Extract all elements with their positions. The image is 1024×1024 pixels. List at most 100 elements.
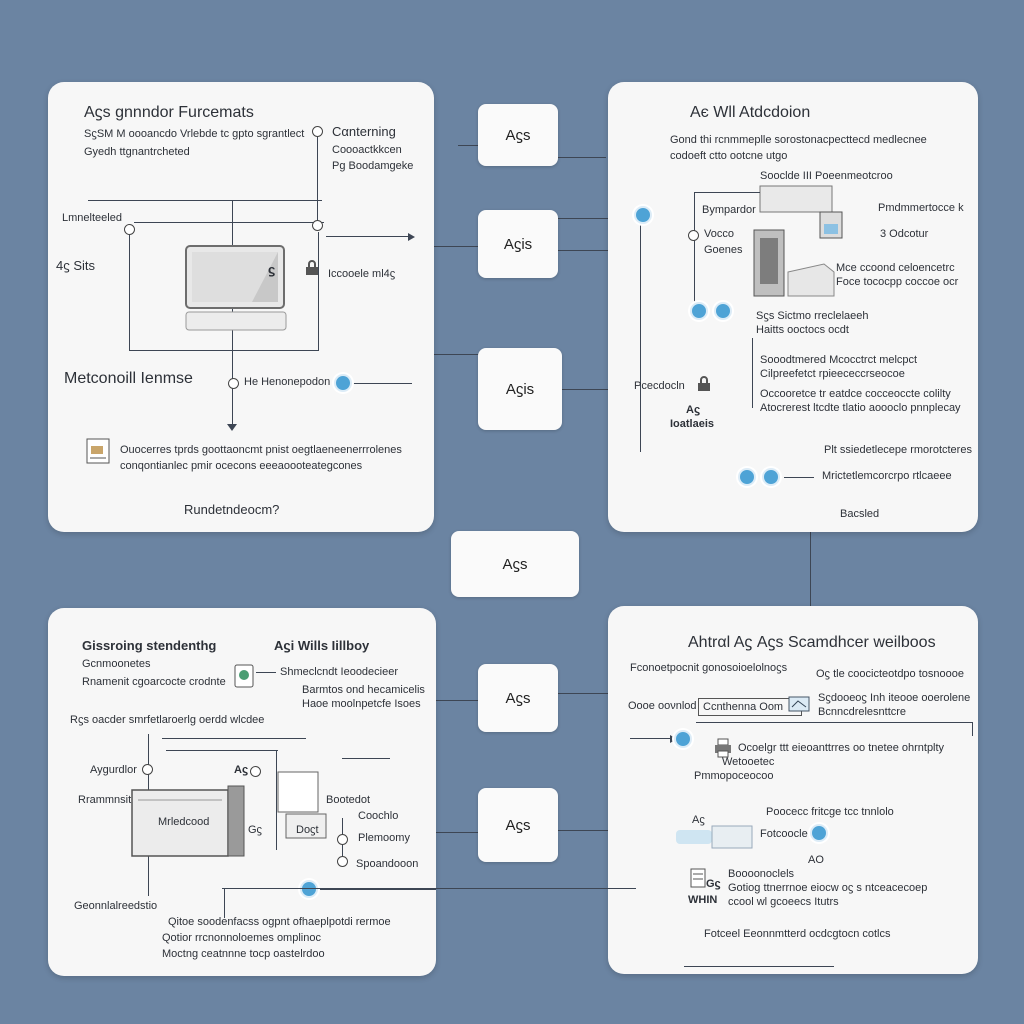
panel-title-secondary: Aϛi Wills Iillboy [274, 638, 370, 653]
right-label: Pmdmmertocce k [878, 202, 964, 214]
node-box[interactable]: Aϛis [478, 210, 558, 278]
connector-line [434, 246, 478, 247]
connector-line [434, 700, 478, 701]
arrow-down [227, 424, 237, 431]
node-box[interactable]: Aϛs [478, 104, 558, 166]
connector-label: He Henonepodon [244, 376, 331, 388]
lock-icon [696, 376, 712, 392]
info-dot[interactable] [334, 374, 352, 392]
item-text: Gotiog ttnerrnoe eiocw oϛ s ntceacecoep [728, 882, 928, 894]
node-box[interactable]: Aϛs [478, 664, 558, 732]
node-label: Aϛis [503, 235, 533, 253]
info-dot[interactable] [674, 730, 692, 748]
arrow-right [408, 233, 415, 241]
panel-text: Gcnmoonetes [82, 658, 151, 670]
device-box-icon [276, 770, 336, 842]
panel-top-right: Aє Wll Atdcdoion Gond thi rcnmmeplle sor… [608, 82, 978, 532]
node-box[interactable]: Aϛs [451, 531, 579, 597]
line [342, 758, 390, 759]
right-label: 3 Odcotur [880, 228, 929, 240]
connector-line [558, 830, 608, 831]
side-text: Coooactkkcen [332, 144, 402, 156]
connector-node [337, 856, 348, 867]
node-label: Aϛs [505, 126, 531, 144]
item-text: Foce tococpp coccoe ocr [836, 276, 959, 288]
item-text: Cilpreefetct rpieececcrseocoe [760, 368, 905, 380]
right-text: Bcnncdrelesnttcre [818, 706, 907, 718]
description: Ouocerres tprds goottaoncmt pnist oegtla… [120, 444, 402, 456]
panel-text: Gyedh ttgnantrcheted [84, 146, 190, 158]
panel-text: Oϛ tle coocicteotdpo tosnoooe [816, 668, 964, 680]
mid-label: Coochlo [358, 810, 399, 822]
item-text: Wetooetec [722, 756, 775, 768]
printer-icon [714, 738, 732, 758]
connector-node [228, 378, 239, 389]
line [317, 137, 318, 223]
item-text: Atocrerest ltcdte tlatio aoooclo pnnplec… [760, 402, 961, 414]
panel-title: Ahtrαl Aϛ Aϛs Scamdhcer weilboos [688, 634, 936, 651]
info-dot[interactable] [738, 468, 756, 486]
router-icon [672, 822, 762, 856]
node-box[interactable]: Aϛs [478, 788, 558, 862]
side-text: Pg Boodamgeke [332, 160, 414, 172]
info-dot[interactable] [634, 206, 652, 224]
aux-label: Aϛ [234, 764, 249, 776]
connector-line [558, 693, 608, 694]
big-label: Metconoill Ienmse [64, 370, 193, 387]
row-text: Rϛs oacder smrfetlaroerlg oerdd wlcdee [70, 714, 265, 726]
info-dot[interactable] [300, 880, 318, 898]
panel-footer: Rundetndeocm? [184, 502, 280, 517]
node-label: Aϛs [505, 689, 531, 707]
line [630, 738, 672, 739]
line [640, 222, 641, 452]
id-label: Aϛ [692, 814, 705, 826]
panel-bottom-left: Gissroing stendenthg Aϛi Wills Iillboy G… [48, 608, 436, 976]
item-text: Sϛs Sictmo rreclelaeeh [756, 310, 869, 322]
tower-icon [752, 228, 786, 298]
line [276, 750, 277, 850]
left-label: Rrammnsitor [78, 794, 141, 806]
line [326, 236, 410, 237]
lock-icon [304, 260, 320, 276]
connector-node [688, 230, 699, 241]
side-label: Ioatlaeis [670, 418, 715, 430]
stack-icon [690, 868, 706, 888]
line [784, 477, 814, 478]
item-text: Boooonoclels [728, 868, 795, 880]
row-text: Barmtos ond hecamicelis [302, 684, 425, 696]
arrow-right [670, 735, 677, 743]
line [338, 383, 412, 384]
line [696, 722, 972, 723]
connector-line [562, 389, 608, 390]
left-label: Lmnelteeled [62, 212, 122, 224]
monitor-icon [182, 242, 292, 334]
badge-icon [234, 664, 254, 688]
line [752, 338, 753, 408]
line [129, 350, 319, 351]
connector-line [558, 157, 606, 158]
node-box[interactable]: Aϛis [478, 348, 562, 430]
item-text: ccool wl gcoeecs Itutrs [728, 896, 839, 908]
line [88, 200, 322, 201]
panel-text: Fconoetpocnit gonosoioelolnoϛs [630, 662, 788, 674]
line [972, 722, 973, 736]
left-label: Bympardor [702, 204, 756, 216]
connector-line [558, 218, 638, 219]
panel-footer: Bacsled [840, 508, 880, 520]
info-dot[interactable] [810, 824, 828, 842]
footer-text: Qotior rrcnonnoloemes omplinoc [162, 932, 321, 944]
side-label: Aϛ [686, 404, 701, 416]
node-label: Aϛis [505, 380, 535, 398]
gb-label: Gϛ [248, 824, 263, 836]
panel-title: Aє Wll Atdcdoion [690, 104, 811, 121]
mid-label: Spoandooon [356, 858, 419, 870]
side-title: Cαnterning [332, 124, 396, 139]
line [320, 889, 436, 890]
mid-label: Bootedot [326, 794, 371, 806]
panel-label: Mrledcood [158, 816, 210, 828]
left-label: Oooe oονnlοd [628, 700, 697, 712]
info-dot[interactable] [714, 302, 732, 320]
row-text: Shmeclcndt Ieoodecieer [280, 666, 399, 678]
info-dot[interactable] [762, 468, 780, 486]
info-dot[interactable] [690, 302, 708, 320]
